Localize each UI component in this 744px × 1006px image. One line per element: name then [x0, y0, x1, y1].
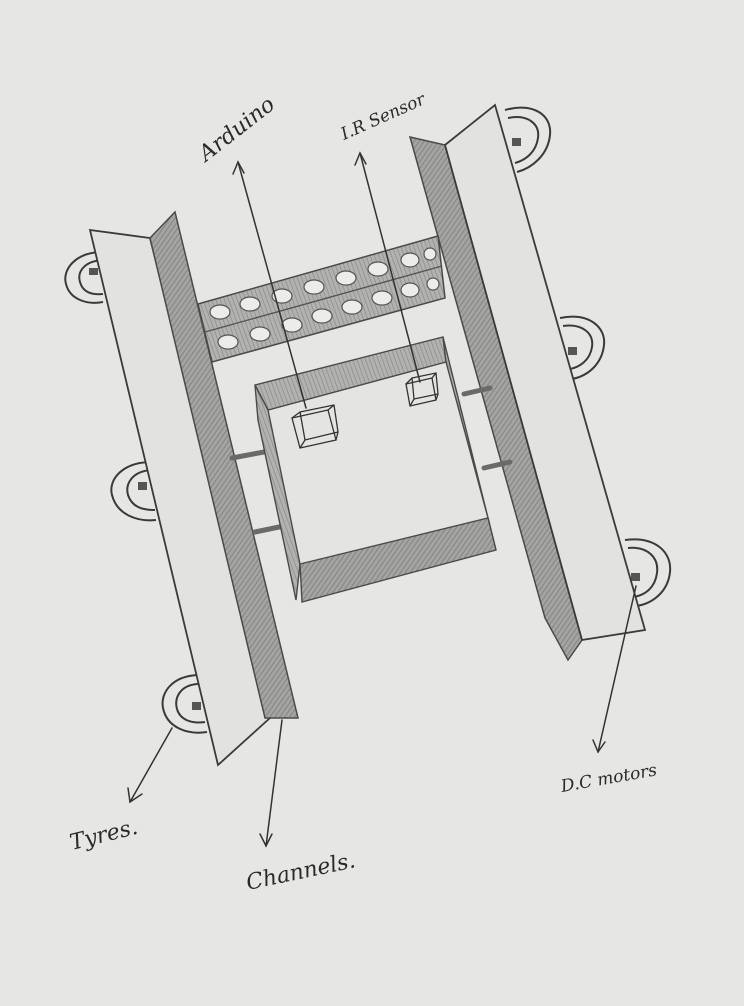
sketch-canvas: Arduino I.R Sensor Tyres. Channels. D.C … — [0, 0, 744, 1006]
robot-chassis-diagram: Arduino I.R Sensor Tyres. Channels. D.C … — [0, 0, 744, 1006]
